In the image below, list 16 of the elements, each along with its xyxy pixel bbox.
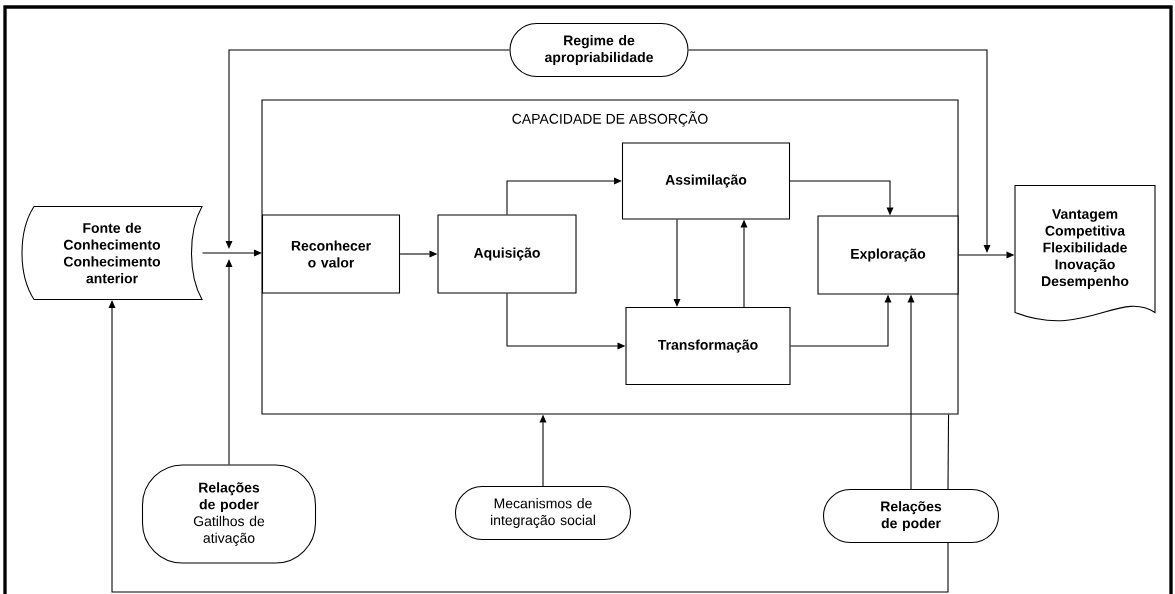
arrow <box>225 49 510 249</box>
arrow <box>506 177 622 215</box>
rounded-box: Regime de apropriabilidade <box>509 22 689 78</box>
process-box: Reconhecer o valor <box>261 214 401 294</box>
process-box: Aquisição <box>437 214 577 294</box>
process-box: Assimilação <box>621 142 791 220</box>
arrow <box>202 249 262 257</box>
process-box: Transformação <box>625 306 791 386</box>
process-box: Exploração <box>817 215 959 295</box>
arrow <box>673 219 681 307</box>
arrow <box>688 49 991 253</box>
rounded-box: Relações de poder Gatilhos de ativação <box>141 464 317 564</box>
rounded-box: Mecanismos de integração social <box>454 485 632 541</box>
rounded-box: Relações de poder <box>822 488 1000 544</box>
arrow <box>108 300 949 593</box>
arrow <box>225 259 233 465</box>
